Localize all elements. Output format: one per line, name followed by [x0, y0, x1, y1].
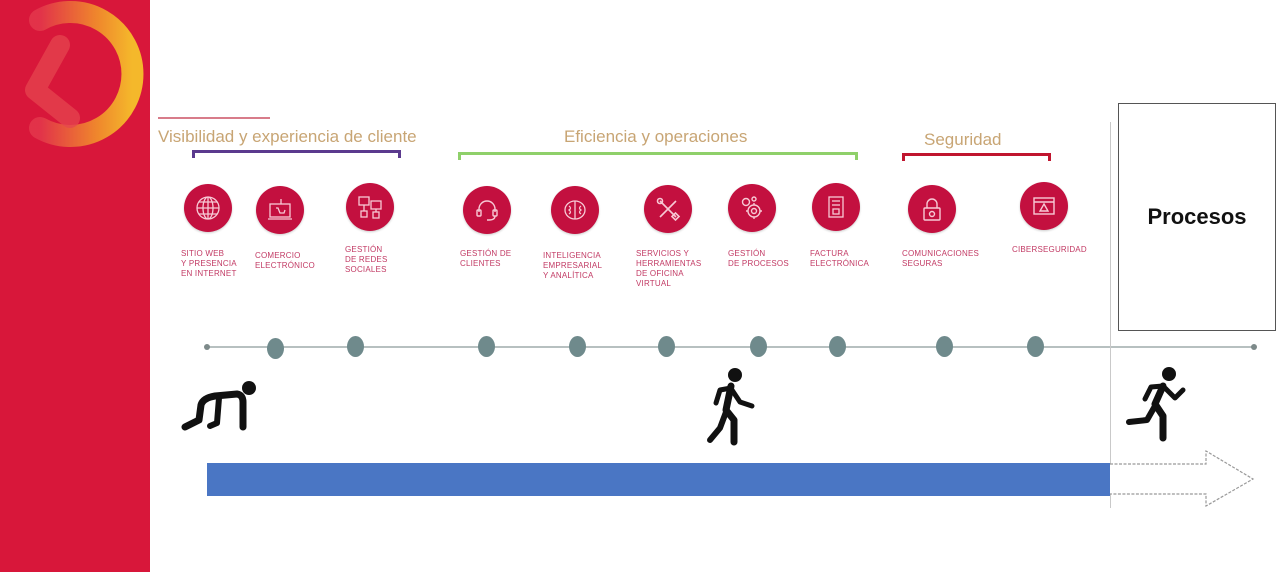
category-title-eficiencia: Eficiencia y operaciones	[564, 127, 748, 146]
timeline-end-dot	[1251, 344, 1257, 350]
invoice-icon	[812, 183, 860, 231]
brand-logo-icon	[25, 1, 144, 147]
divider-line	[1110, 122, 1111, 508]
timeline-dot	[936, 336, 953, 357]
tools-icon	[644, 185, 692, 233]
procesos-label: Procesos	[1147, 204, 1247, 229]
timeline-dot	[829, 336, 846, 357]
item-label-gestion-clientes: Gestión de clientes	[460, 249, 512, 268]
category-bracket-seguridad	[902, 153, 1051, 161]
category-bracket-eficiencia	[458, 152, 858, 160]
progress-bar	[207, 463, 1110, 496]
item-label-inteligencia: Inteligencia empresarial y analítica	[543, 251, 603, 280]
running-figure-icon	[1123, 366, 1193, 449]
item-label-comercio: Comercio electrónico	[255, 251, 315, 270]
gears-icon	[728, 184, 776, 232]
ecommerce-laptop-icon	[256, 186, 304, 234]
timeline-dot	[750, 336, 767, 357]
timeline-line	[207, 346, 1255, 348]
timeline-dot	[569, 336, 586, 357]
outline-arrow-right-icon	[1110, 449, 1255, 508]
brand-sidebar	[0, 0, 150, 572]
social-network-icon	[346, 183, 394, 231]
brain-icon	[551, 186, 599, 234]
item-label-factura: Factura electrónica	[810, 249, 870, 268]
globe-icon	[184, 184, 232, 232]
crouching-start-figure-icon	[181, 378, 261, 439]
timeline-dot	[1027, 336, 1044, 357]
category-title-visibilidad: Visibilidad y experiencia de cliente	[158, 127, 417, 146]
browser-alert-icon	[1020, 182, 1068, 230]
timeline-dot	[658, 336, 675, 357]
lock-icon	[908, 185, 956, 233]
timeline-dot	[267, 338, 284, 359]
category-bracket-visibilidad	[192, 150, 401, 158]
walking-figure-icon	[702, 368, 762, 451]
timeline-dot	[478, 336, 495, 357]
headset-icon	[463, 186, 511, 234]
timeline-start-dot	[204, 344, 210, 350]
item-label-sitio-web: Sitio web y presencia en internet	[181, 249, 237, 278]
item-label-ciberseguridad: Ciberseguridad	[1012, 245, 1087, 254]
item-label-comunicaciones: Comunicaciones seguras	[902, 249, 980, 268]
item-label-gestion-procesos: Gestión de procesos	[728, 249, 789, 268]
decorative-rule	[158, 117, 270, 119]
category-title-seguridad: Seguridad	[924, 130, 1002, 149]
procesos-box: Procesos	[1118, 103, 1276, 331]
item-label-redes-sociales: Gestión de redes sociales	[345, 245, 388, 274]
timeline-dot	[347, 336, 364, 357]
item-label-servicios: Servicios y herramientas de oficina virt…	[636, 249, 702, 288]
